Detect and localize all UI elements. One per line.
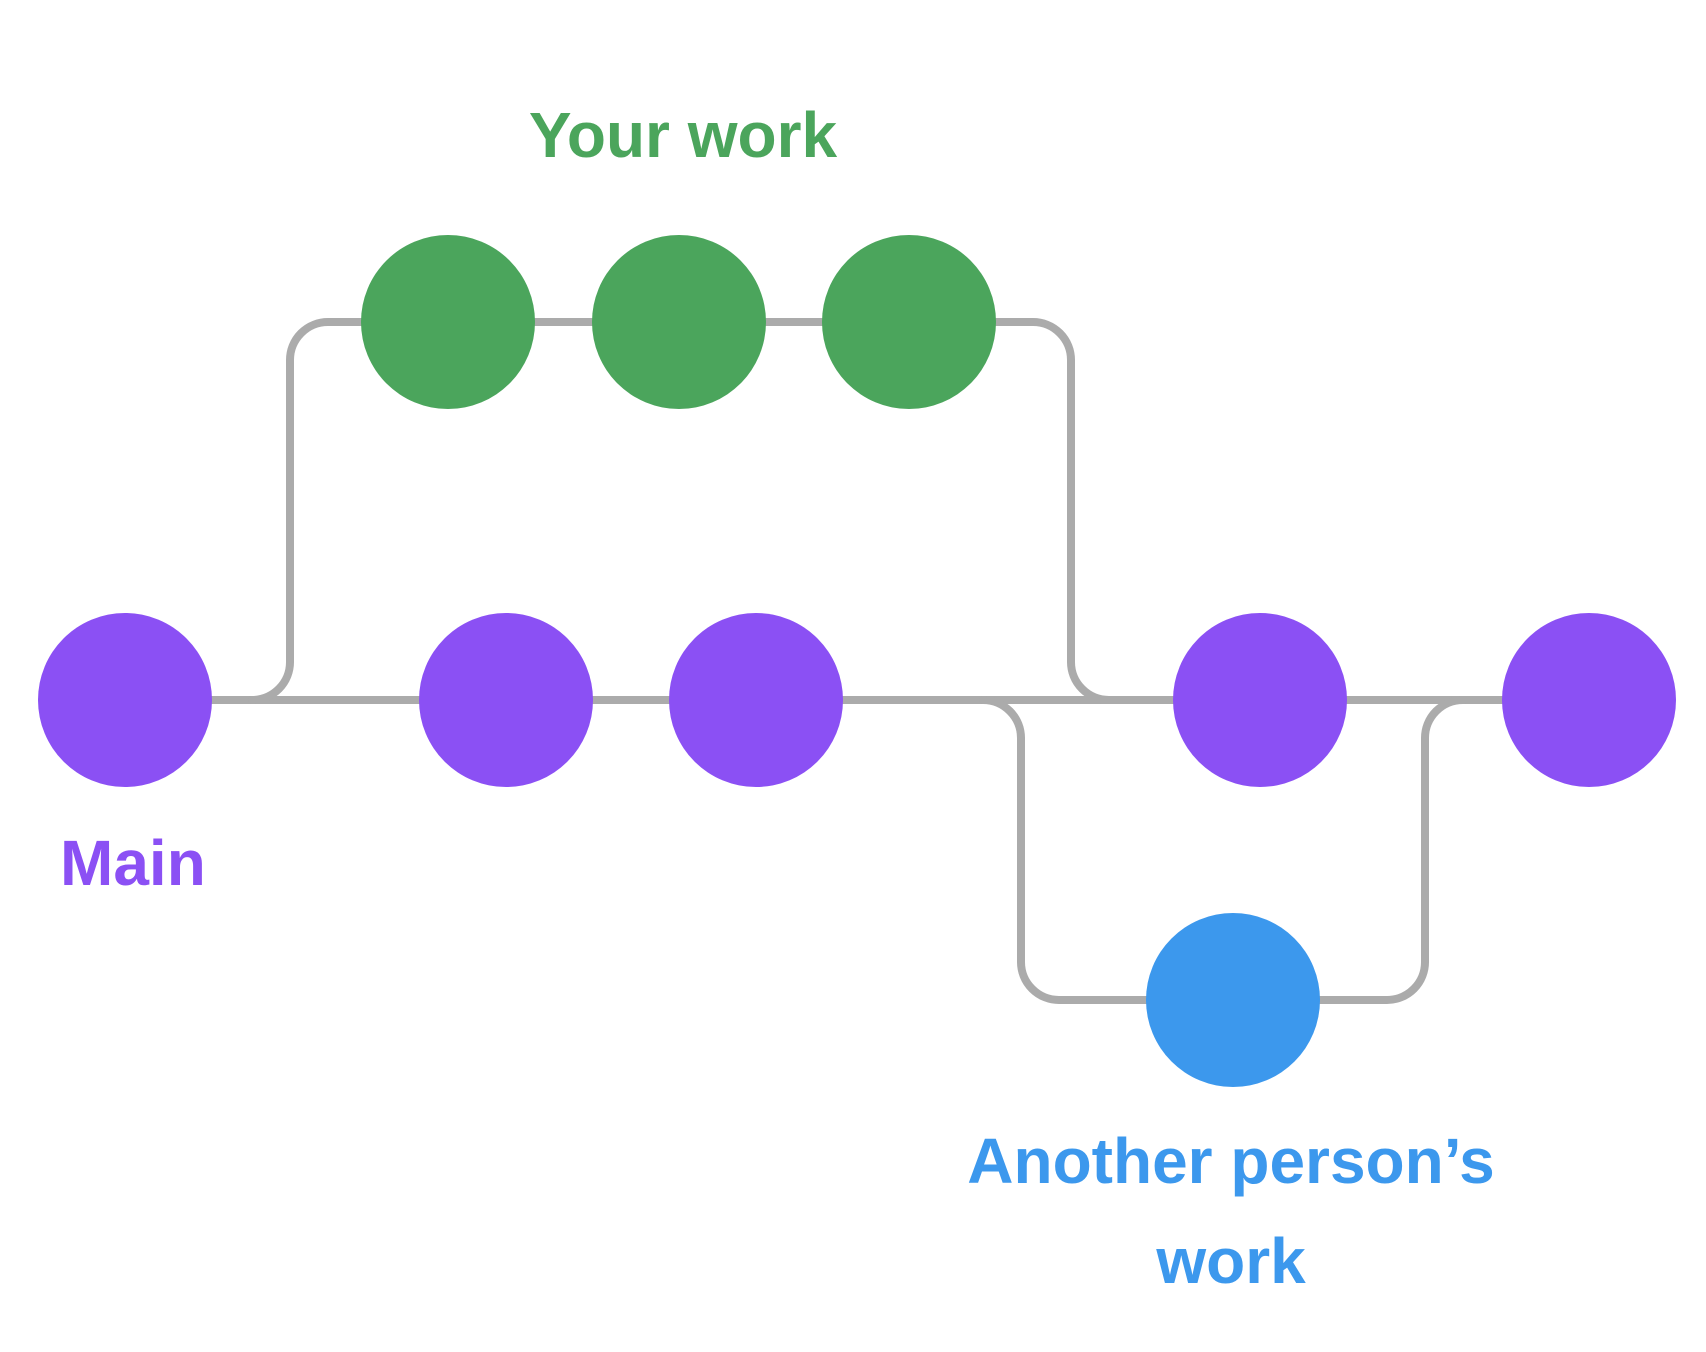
commit-node-main-1 — [38, 613, 212, 787]
commit-node-another-person-1 — [1146, 913, 1320, 1087]
your-work-branch-label: Your work — [528, 99, 838, 171]
main-branch-label: Main — [60, 827, 206, 899]
commit-node-your-work-2 — [592, 235, 766, 409]
commit-node-main-2 — [419, 613, 593, 787]
commit-node-your-work-3 — [822, 235, 996, 409]
commit-node-main-4 — [1173, 613, 1347, 787]
commit-node-main-3 — [669, 613, 843, 787]
another-person-branch-label: Another person’s work — [967, 1125, 1513, 1297]
commit-node-main-5 — [1502, 613, 1676, 787]
commit-node-your-work-1 — [361, 235, 535, 409]
